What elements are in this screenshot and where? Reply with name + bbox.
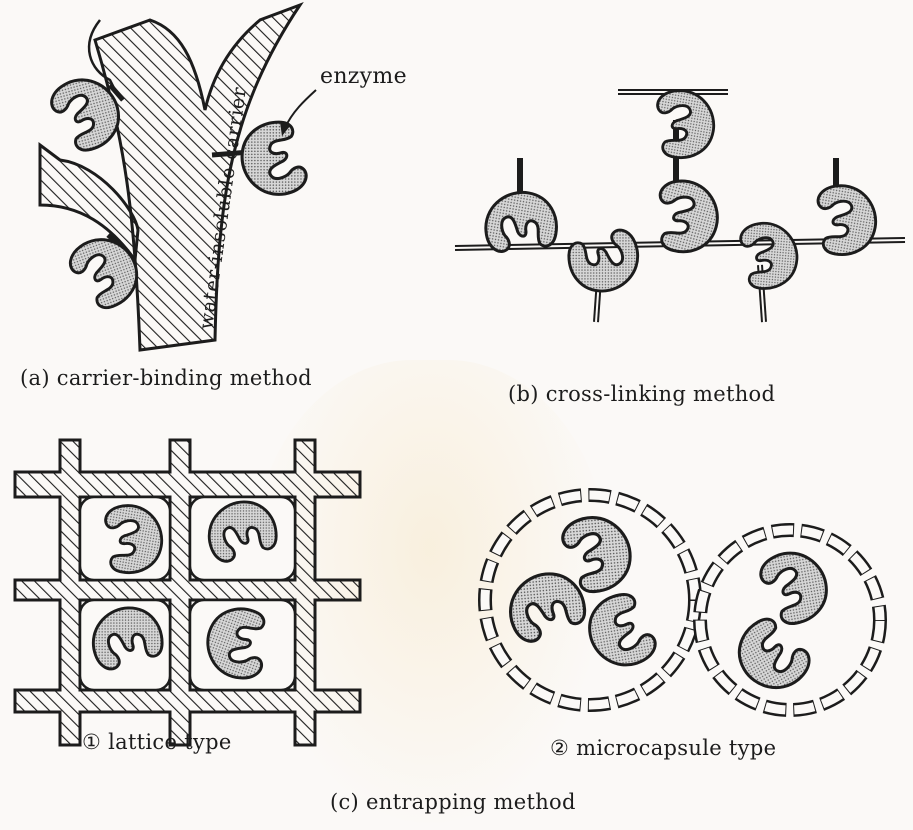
- panel-c-caption: (c) entrapping method: [330, 790, 576, 814]
- enzyme-molecule: [569, 230, 638, 291]
- lattice-type-caption: ① lattice type: [82, 730, 232, 754]
- carrier-binding-panel: [40, 5, 316, 350]
- panel-b-caption: (b) cross-linking method: [508, 382, 775, 406]
- enzyme-molecule: [242, 122, 306, 194]
- microcapsule-type-caption: ② microcapsule type: [550, 736, 776, 760]
- enzyme-molecule: [584, 590, 658, 670]
- enzyme-molecule: [809, 182, 881, 260]
- panel-a-caption: (a) carrier-binding method: [20, 366, 312, 390]
- enzyme-molecule: [507, 571, 586, 643]
- polymer-lattice: [15, 440, 360, 745]
- enzyme-pointer-arrow: [285, 90, 316, 128]
- lattice-type-panel: [15, 440, 360, 745]
- enzyme-molecule: [649, 87, 719, 163]
- enzyme-molecule: [758, 547, 832, 627]
- enzyme-label: enzyme: [320, 64, 407, 89]
- enzyme-molecule: [736, 221, 799, 291]
- microcapsule-type-panel: [485, 495, 880, 710]
- cross-linking-panel: [455, 87, 905, 322]
